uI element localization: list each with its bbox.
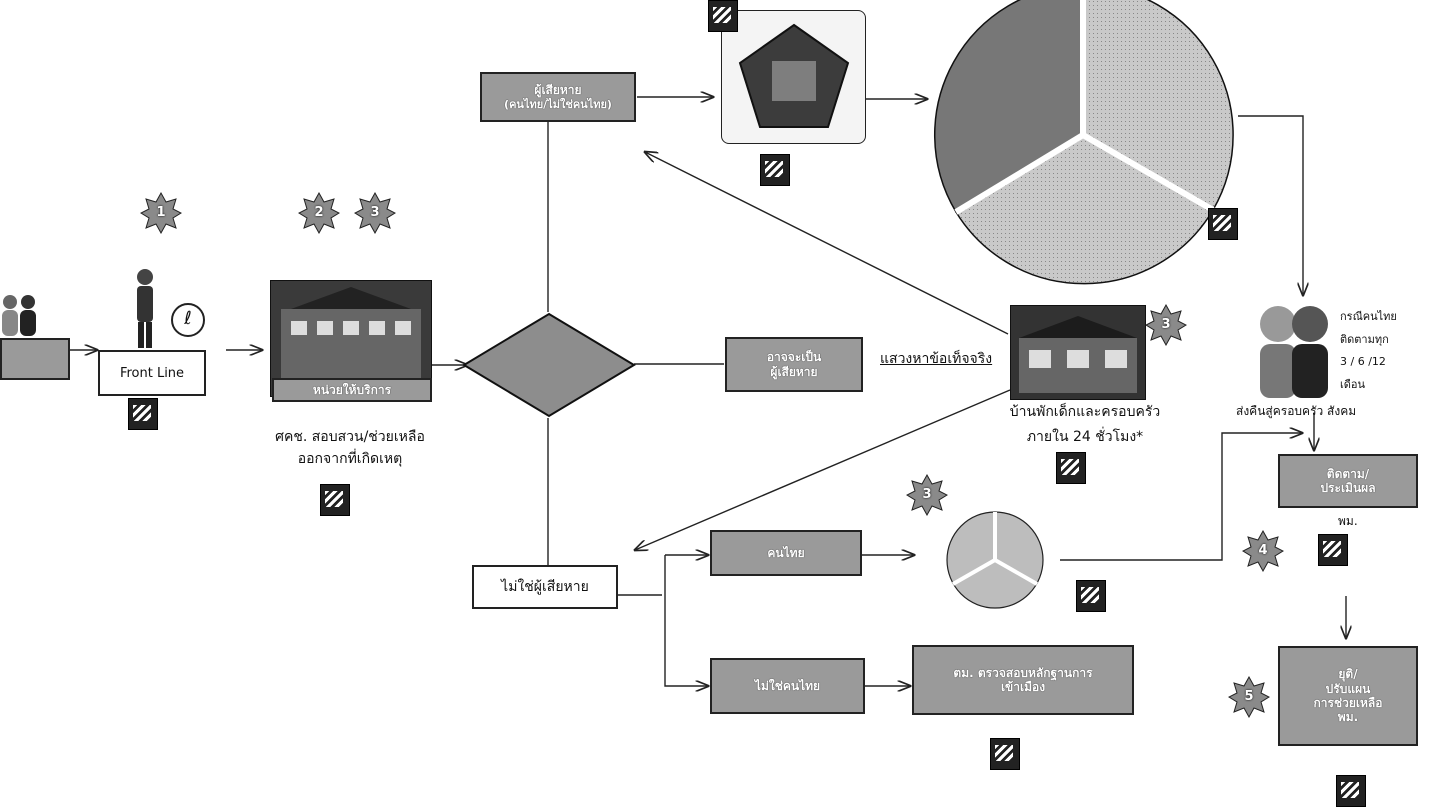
agency-logo [1208,208,1238,240]
agency-logo [1336,775,1366,807]
reporter-box [0,338,70,380]
follow-up-box: ติดตาม/ ประเมินผล [1278,454,1418,508]
small-pie-chart [946,511,1044,609]
not-victim-box: ไม่ใช่ผู้เสียหาย [472,565,618,609]
agency-logo [708,0,738,32]
follow-up-label2: ประเมินผล [1320,481,1376,495]
shelter-caption-line1: บ้านพักเด็กและครอบครัว [1009,404,1161,420]
step-star-4: 4 [1242,530,1284,572]
step-star-3b: 3 [1145,304,1187,346]
step-star-5: 5 [1228,676,1270,718]
victim-sublabel: (คนไทย/ไม่ใช่คนไทย) [504,97,612,111]
seek-facts-label: แสวงหาข้อเท็จจริง [880,351,993,367]
step-star-3a: 3 [354,192,396,234]
agency-logo [128,398,158,430]
thai-case-line3: 3 / 6 /12 [1340,355,1386,369]
agency-logo [1056,452,1086,484]
shelter-building-icon [1010,305,1146,400]
thai-case-line2: ติดตามทุก [1340,332,1389,346]
shelter-caption-line2: ภายใน 24 ชั่วโมง* [1026,429,1144,446]
agency-logo [990,738,1020,770]
immigration-label1: ตม. ตรวจสอบหลักฐานการ [953,665,1093,680]
service-caption-line1: ศคช. สอบสวน/ช่วยเหลือ [275,429,425,445]
family-icon [1250,300,1335,400]
end-label3: การช่วยเหลือ [1313,696,1383,710]
step-star-1: 1 [140,192,182,234]
step-star-1-label: 1 [156,205,166,220]
may-be-victim-label2: ผู้เสียหาย [770,364,818,379]
immigration-box: ตม. ตรวจสอบหลักฐานการ เข้าเมือง [912,645,1134,715]
end-label4: พม. [1337,710,1359,725]
service-caption-line2: ออกจากที่เกิดเหตุ [297,450,403,467]
reporter-icon [0,292,40,342]
protection-panel [721,10,866,144]
step-star-2: 2 [298,192,340,234]
step-star-3c-label: 3 [922,487,932,502]
thai-case-line1: กรณีคนไทย [1340,310,1397,323]
thai-label: คนไทย [767,545,805,560]
end-box: ยุติ/ ปรับแผน การช่วยเหลือ พม. [1278,646,1418,746]
agency-logo [1318,534,1348,566]
step-star-3a-label: 3 [370,205,380,220]
step-star-5-label: 5 [1244,689,1254,704]
service-unit-label: หน่วยให้บริการ [312,382,392,397]
agency-logo [760,154,790,186]
step-star-3b-label: 3 [1161,317,1171,332]
services-pie-chart [933,0,1234,285]
end-label1: ยุติ/ [1338,667,1358,682]
thai-box: คนไทย [710,530,862,576]
shelter-caption: บ้านพักเด็กและครอบครัว ภายใน 24 ชั่วโมง* [975,400,1195,450]
not-victim-label: ไม่ใช่ผู้เสียหาย [501,579,589,595]
may-be-victim-label1: อาจจะเป็น [766,350,822,365]
step-star-4-label: 4 [1258,543,1268,558]
immigration-label2: เข้าเมือง [1000,680,1046,694]
follow-up-label1: ติดตาม/ [1326,466,1370,481]
thai-case-line4: เดือน [1340,377,1366,391]
step-star-2-label: 2 [314,205,324,220]
not-thai-label: ไม่ใช่คนไทย [754,678,821,693]
step-star-3c: 3 [906,474,948,516]
service-unit-box: หน่วยให้บริการ [272,378,432,402]
follow-up-dept: พม. [1338,514,1358,528]
agency-logo [320,484,350,516]
victim-box: ผู้เสียหาย (คนไทย/ไม่ใช่คนไทย) [480,72,636,122]
thai-case-note: กรณีคนไทย ติดตามทุก 3 / 6 /12 เดือน [1340,306,1397,396]
decision-diamond [462,312,636,418]
end-label2: ปรับแผน [1325,681,1371,696]
agency-logo [1076,580,1106,612]
officer-icon [130,268,164,348]
phone-icon: ℓ [171,303,205,337]
service-caption: ศคช. สอบสวน/ช่วยเหลือ ออกจากที่เกิดเหตุ [240,427,460,470]
not-thai-box: ไม่ใช่คนไทย [710,658,865,714]
return-family-label: ส่งคืนสู่ครอบครัว สังคม [1236,404,1357,418]
front-line-label: Front Line [119,365,185,381]
may-be-victim-box: อาจจะเป็น ผู้เสียหาย [725,337,863,392]
victim-label: ผู้เสียหาย [534,83,582,98]
front-line-box: Front Line [98,350,206,396]
